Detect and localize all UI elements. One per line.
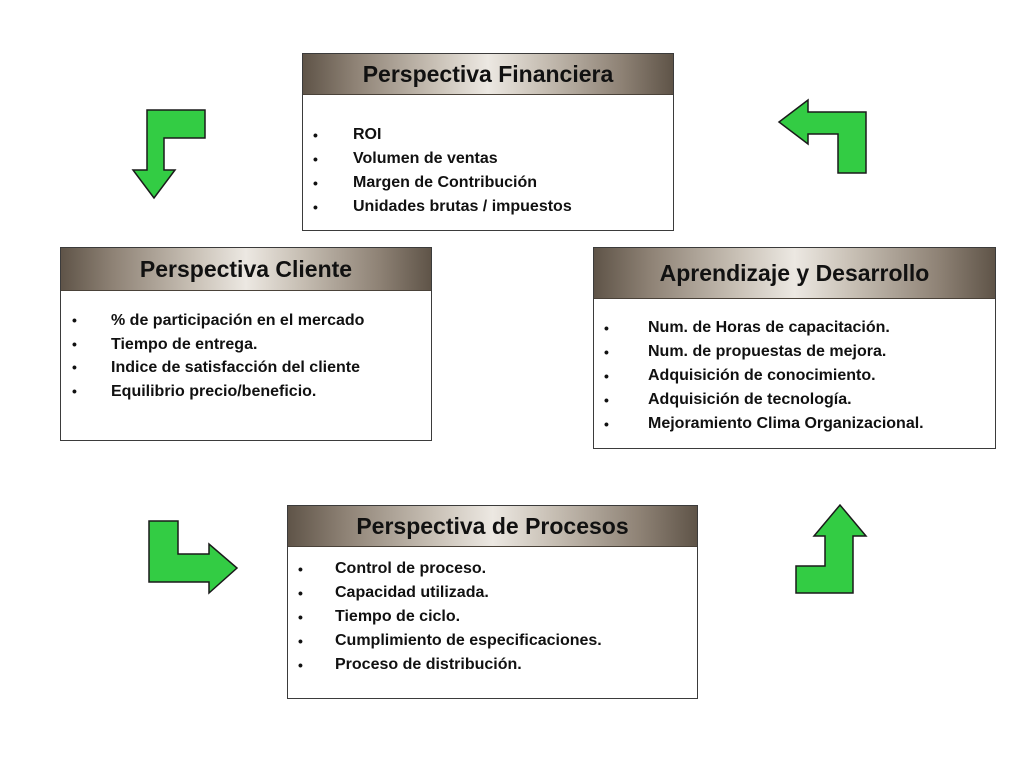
bullet-icon: • xyxy=(298,561,303,577)
bullet-icon: • xyxy=(313,199,318,215)
bullet-icon: • xyxy=(72,312,77,328)
item-text: % de participación en el mercado xyxy=(111,312,365,329)
list-item: • Unidades brutas / impuestos xyxy=(303,195,673,219)
cliente-title: Perspectiva Cliente xyxy=(61,248,431,291)
item-text: Mejoramiento Clima Organizacional. xyxy=(648,415,924,432)
bullet-icon: • xyxy=(604,320,609,336)
bullet-icon: • xyxy=(298,657,303,673)
list-item: • Indice de satisfacción del cliente xyxy=(61,356,421,380)
list-item: • Equilibrio precio/beneficio. xyxy=(61,380,431,404)
bullet-icon: • xyxy=(604,368,609,384)
list-item: • Num. de propuestas de mejora. xyxy=(594,340,995,364)
list-item: • Adquisición de tecnología. xyxy=(594,388,995,412)
list-item: • Margen de Contribución xyxy=(303,171,673,195)
arrow-bottomright-shape xyxy=(795,503,868,594)
list-item: • Proceso de distribución. xyxy=(288,653,697,677)
bullet-icon: • xyxy=(72,335,77,352)
item-text: Proceso de distribución. xyxy=(335,656,522,673)
list-item: • Cumplimiento de especificaciones. xyxy=(288,629,697,653)
bullet-icon: • xyxy=(298,585,303,601)
bullet-icon: • xyxy=(604,344,609,360)
list-item: • Mejoramiento Clima Organizacional. xyxy=(594,412,995,436)
list-item: • Num. de Horas de capacitación. xyxy=(594,316,995,340)
item-text: Tiempo de ciclo. xyxy=(335,608,461,625)
list-item: • Capacidad utilizada. xyxy=(288,581,697,605)
arrow-topleft-shape xyxy=(131,109,206,200)
item-text: Adquisición de tecnología. xyxy=(648,391,852,408)
item-text: Cumplimiento de especificaciones. xyxy=(335,632,602,649)
financiera-title: Perspectiva Financiera xyxy=(303,54,673,95)
item-text: Capacidad utilizada. xyxy=(335,584,489,601)
cliente-box: Perspectiva Cliente • % de participación … xyxy=(60,247,432,441)
bullet-icon: • xyxy=(313,175,318,191)
list-item: • Control de proceso. xyxy=(288,557,697,581)
bullet-icon: • xyxy=(298,633,303,649)
arrow-bottomleft-shape xyxy=(148,520,239,595)
list-item: • Tiempo de ciclo. xyxy=(288,605,697,629)
aprendizaje-title: Aprendizaje y Desarrollo xyxy=(594,248,995,299)
list-item: • Adquisición de conocimiento. xyxy=(594,364,995,388)
list-item: • Tiempo de entrega. xyxy=(61,333,431,357)
item-text: Num. de Horas de capacitación. xyxy=(648,319,890,336)
item-text: Indice de satisfacción del cliente xyxy=(111,359,360,376)
item-text: Num. de propuestas de mejora. xyxy=(648,343,887,360)
item-text: Margen de Contribución xyxy=(353,174,537,191)
cliente-list: • % de participación en el mercado • Tiemp… xyxy=(61,291,431,403)
arrow-topright-shape xyxy=(777,98,867,174)
item-text: Equilibrio precio/beneficio. xyxy=(111,382,317,400)
bullet-icon: • xyxy=(72,359,77,375)
financiera-list: • ROI • Volumen de ventas • Margen de Contr… xyxy=(303,95,673,219)
bullet-icon: • xyxy=(604,416,609,432)
list-item: • % de participación en el mercado xyxy=(61,309,431,333)
item-text: Adquisición de conocimiento. xyxy=(648,367,876,384)
item-text: Tiempo de entrega. xyxy=(111,335,258,353)
bullet-icon: • xyxy=(313,127,318,143)
item-text: Volumen de ventas xyxy=(353,150,498,167)
item-text: Unidades brutas / impuestos xyxy=(353,198,572,215)
item-text: Control de proceso. xyxy=(335,560,487,577)
aprendizaje-box: Aprendizaje y Desarrollo • Num. de Horas … xyxy=(593,247,996,449)
bullet-icon: • xyxy=(72,382,77,399)
item-text: ROI xyxy=(353,126,382,143)
bullet-icon: • xyxy=(298,609,303,625)
list-item: • Volumen de ventas xyxy=(303,147,673,171)
financiera-box: Perspectiva Financiera • ROI • Volumen de … xyxy=(302,53,674,231)
list-item: • ROI xyxy=(303,123,673,147)
procesos-list: • Control de proceso. • Capacidad utilizad… xyxy=(288,547,697,677)
procesos-box: Perspectiva de Procesos • Control de proc… xyxy=(287,505,698,699)
bullet-icon: • xyxy=(604,392,609,408)
aprendizaje-list: • Num. de Horas de capacitación. • Num. de… xyxy=(594,299,995,436)
procesos-title: Perspectiva de Procesos xyxy=(288,506,697,547)
bullet-icon: • xyxy=(313,151,318,167)
